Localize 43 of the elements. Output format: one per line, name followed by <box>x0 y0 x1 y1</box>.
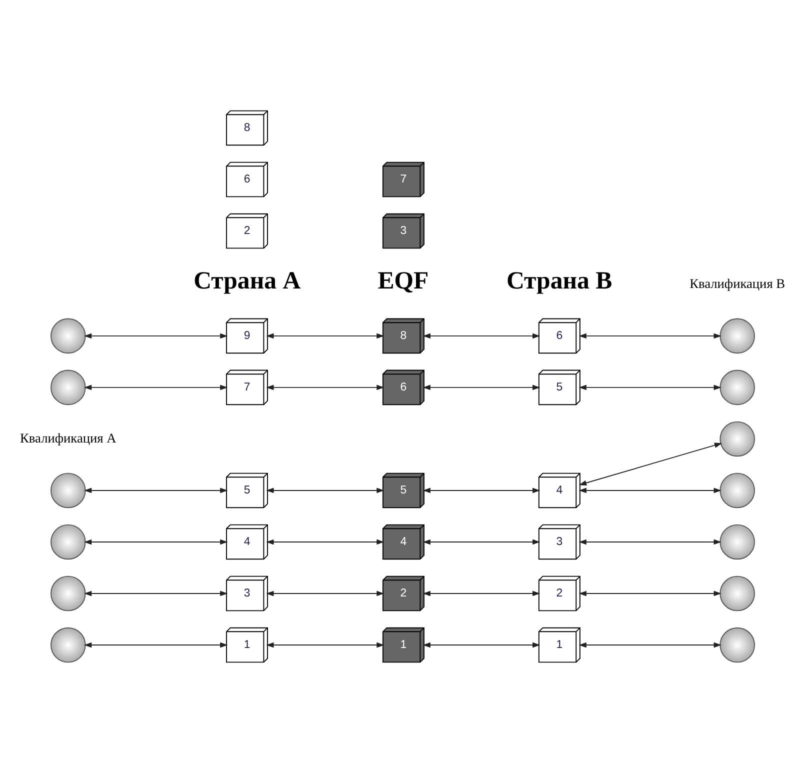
arrow <box>578 642 722 648</box>
arrow <box>578 333 722 339</box>
label: Страна A <box>194 268 301 295</box>
arrow <box>578 539 722 545</box>
node-circle <box>50 576 86 612</box>
node-circle <box>720 370 755 406</box>
arrow <box>84 642 228 648</box>
arrow <box>266 333 384 339</box>
label: Страна B <box>506 268 612 295</box>
arrow <box>266 384 384 390</box>
node-circle <box>50 370 86 406</box>
arrow <box>266 539 384 545</box>
arrow <box>422 539 540 545</box>
node-circle <box>720 576 755 612</box>
node-circle <box>50 524 86 560</box>
node-circle <box>720 472 755 508</box>
arrow <box>84 539 228 545</box>
arrow <box>422 642 540 648</box>
arrow <box>422 333 540 339</box>
arrow <box>266 642 384 648</box>
arrow <box>84 384 228 390</box>
label: Квалификация A <box>20 430 116 446</box>
arrow <box>266 488 384 494</box>
arrow <box>84 488 228 494</box>
label: EQF <box>378 268 429 295</box>
label: Квалификация B <box>690 276 786 291</box>
arrow <box>266 590 384 596</box>
node-circle <box>720 627 755 663</box>
arrow <box>578 384 722 390</box>
arrow <box>578 442 722 486</box>
node-circle <box>50 627 86 663</box>
arrow <box>84 590 228 596</box>
node-circle <box>50 318 86 354</box>
arrow <box>578 488 722 494</box>
arrow <box>422 590 540 596</box>
node-circle <box>50 472 86 508</box>
arrow <box>422 488 540 494</box>
arrow <box>422 384 540 390</box>
node-circle <box>720 318 755 354</box>
arrow <box>84 333 228 339</box>
node-circle <box>720 421 755 457</box>
node-circle <box>720 524 755 560</box>
arrow <box>578 590 722 596</box>
